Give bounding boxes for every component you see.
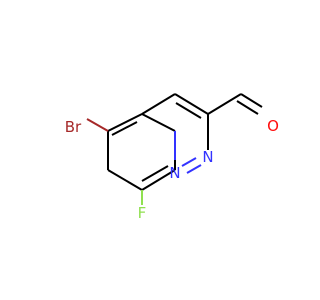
bond-c4a-c5 bbox=[107, 113, 143, 132]
oxygen-label: O bbox=[267, 117, 279, 135]
bond-n2-n1-inner bbox=[181, 157, 197, 167]
nitrogen-label-n2: N bbox=[202, 148, 213, 166]
bond-c4-c3-inner bbox=[175, 102, 202, 119]
bond-c7-c8 bbox=[141, 169, 176, 191]
bond-c3-cho bbox=[207, 93, 242, 115]
bond-c4a-c5-inner bbox=[111, 121, 138, 136]
bond-c6-c7 bbox=[107, 169, 143, 191]
fluorine-label: F bbox=[138, 204, 147, 222]
bond-n2-n1 bbox=[186, 164, 202, 174]
bond-c7-c8-inner bbox=[141, 165, 169, 182]
bond-c4-c3 bbox=[174, 93, 209, 115]
bond-cho-o-inner bbox=[236, 100, 259, 115]
nitrogen-label-n1: N bbox=[169, 164, 180, 182]
atom-labels: Br F N N O bbox=[65, 117, 279, 222]
bond-lines bbox=[86, 93, 263, 205]
bond-c6-br bbox=[86, 118, 109, 132]
bromine-label: Br bbox=[65, 118, 82, 136]
bond-c8a-c4a bbox=[141, 113, 176, 132]
bond-c4a-c4 bbox=[141, 93, 176, 115]
bond-cho-o bbox=[240, 93, 263, 108]
molecule-structure: Br F N N O bbox=[65, 93, 279, 222]
